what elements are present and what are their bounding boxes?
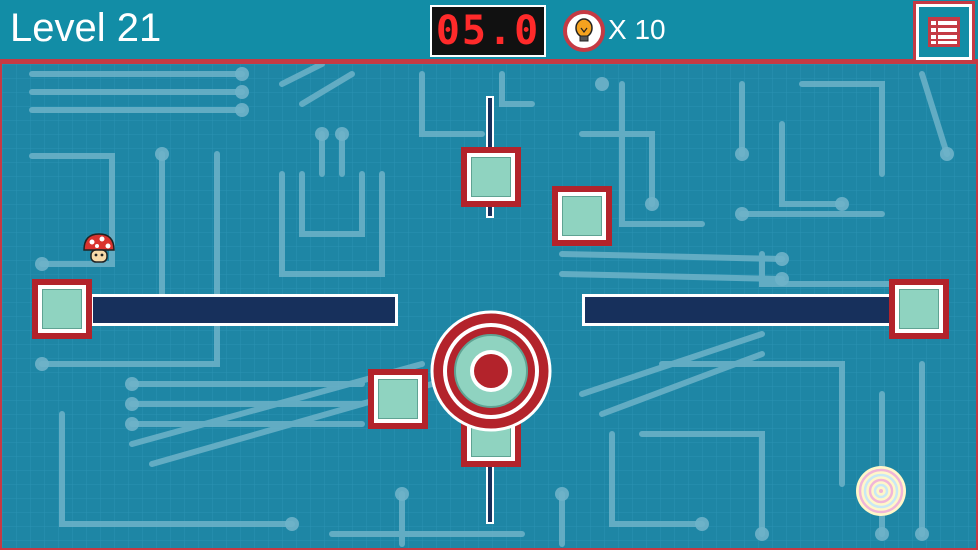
push-block[interactable]: [461, 147, 521, 207]
horizontal-rod-left: [90, 294, 398, 326]
spiral-portal-icon: [856, 466, 906, 516]
game-board[interactable]: [0, 62, 978, 550]
mushroom-icon[interactable]: [82, 232, 116, 266]
countdown-timer: 05.0: [430, 5, 546, 57]
menu-button[interactable]: [913, 1, 975, 63]
list-menu-icon: [928, 17, 960, 47]
push-block[interactable]: [552, 186, 612, 246]
top-hud: Level 21 05.0 X 10: [0, 0, 978, 63]
push-block[interactable]: [32, 279, 92, 339]
horizontal-rod-right: [582, 294, 894, 326]
level-title: Level 21: [10, 6, 162, 50]
push-block[interactable]: [368, 369, 428, 429]
center-target: [430, 310, 552, 432]
hint-count: X 10: [608, 14, 666, 45]
lightbulb-icon[interactable]: [563, 10, 605, 52]
push-block[interactable]: [889, 279, 949, 339]
